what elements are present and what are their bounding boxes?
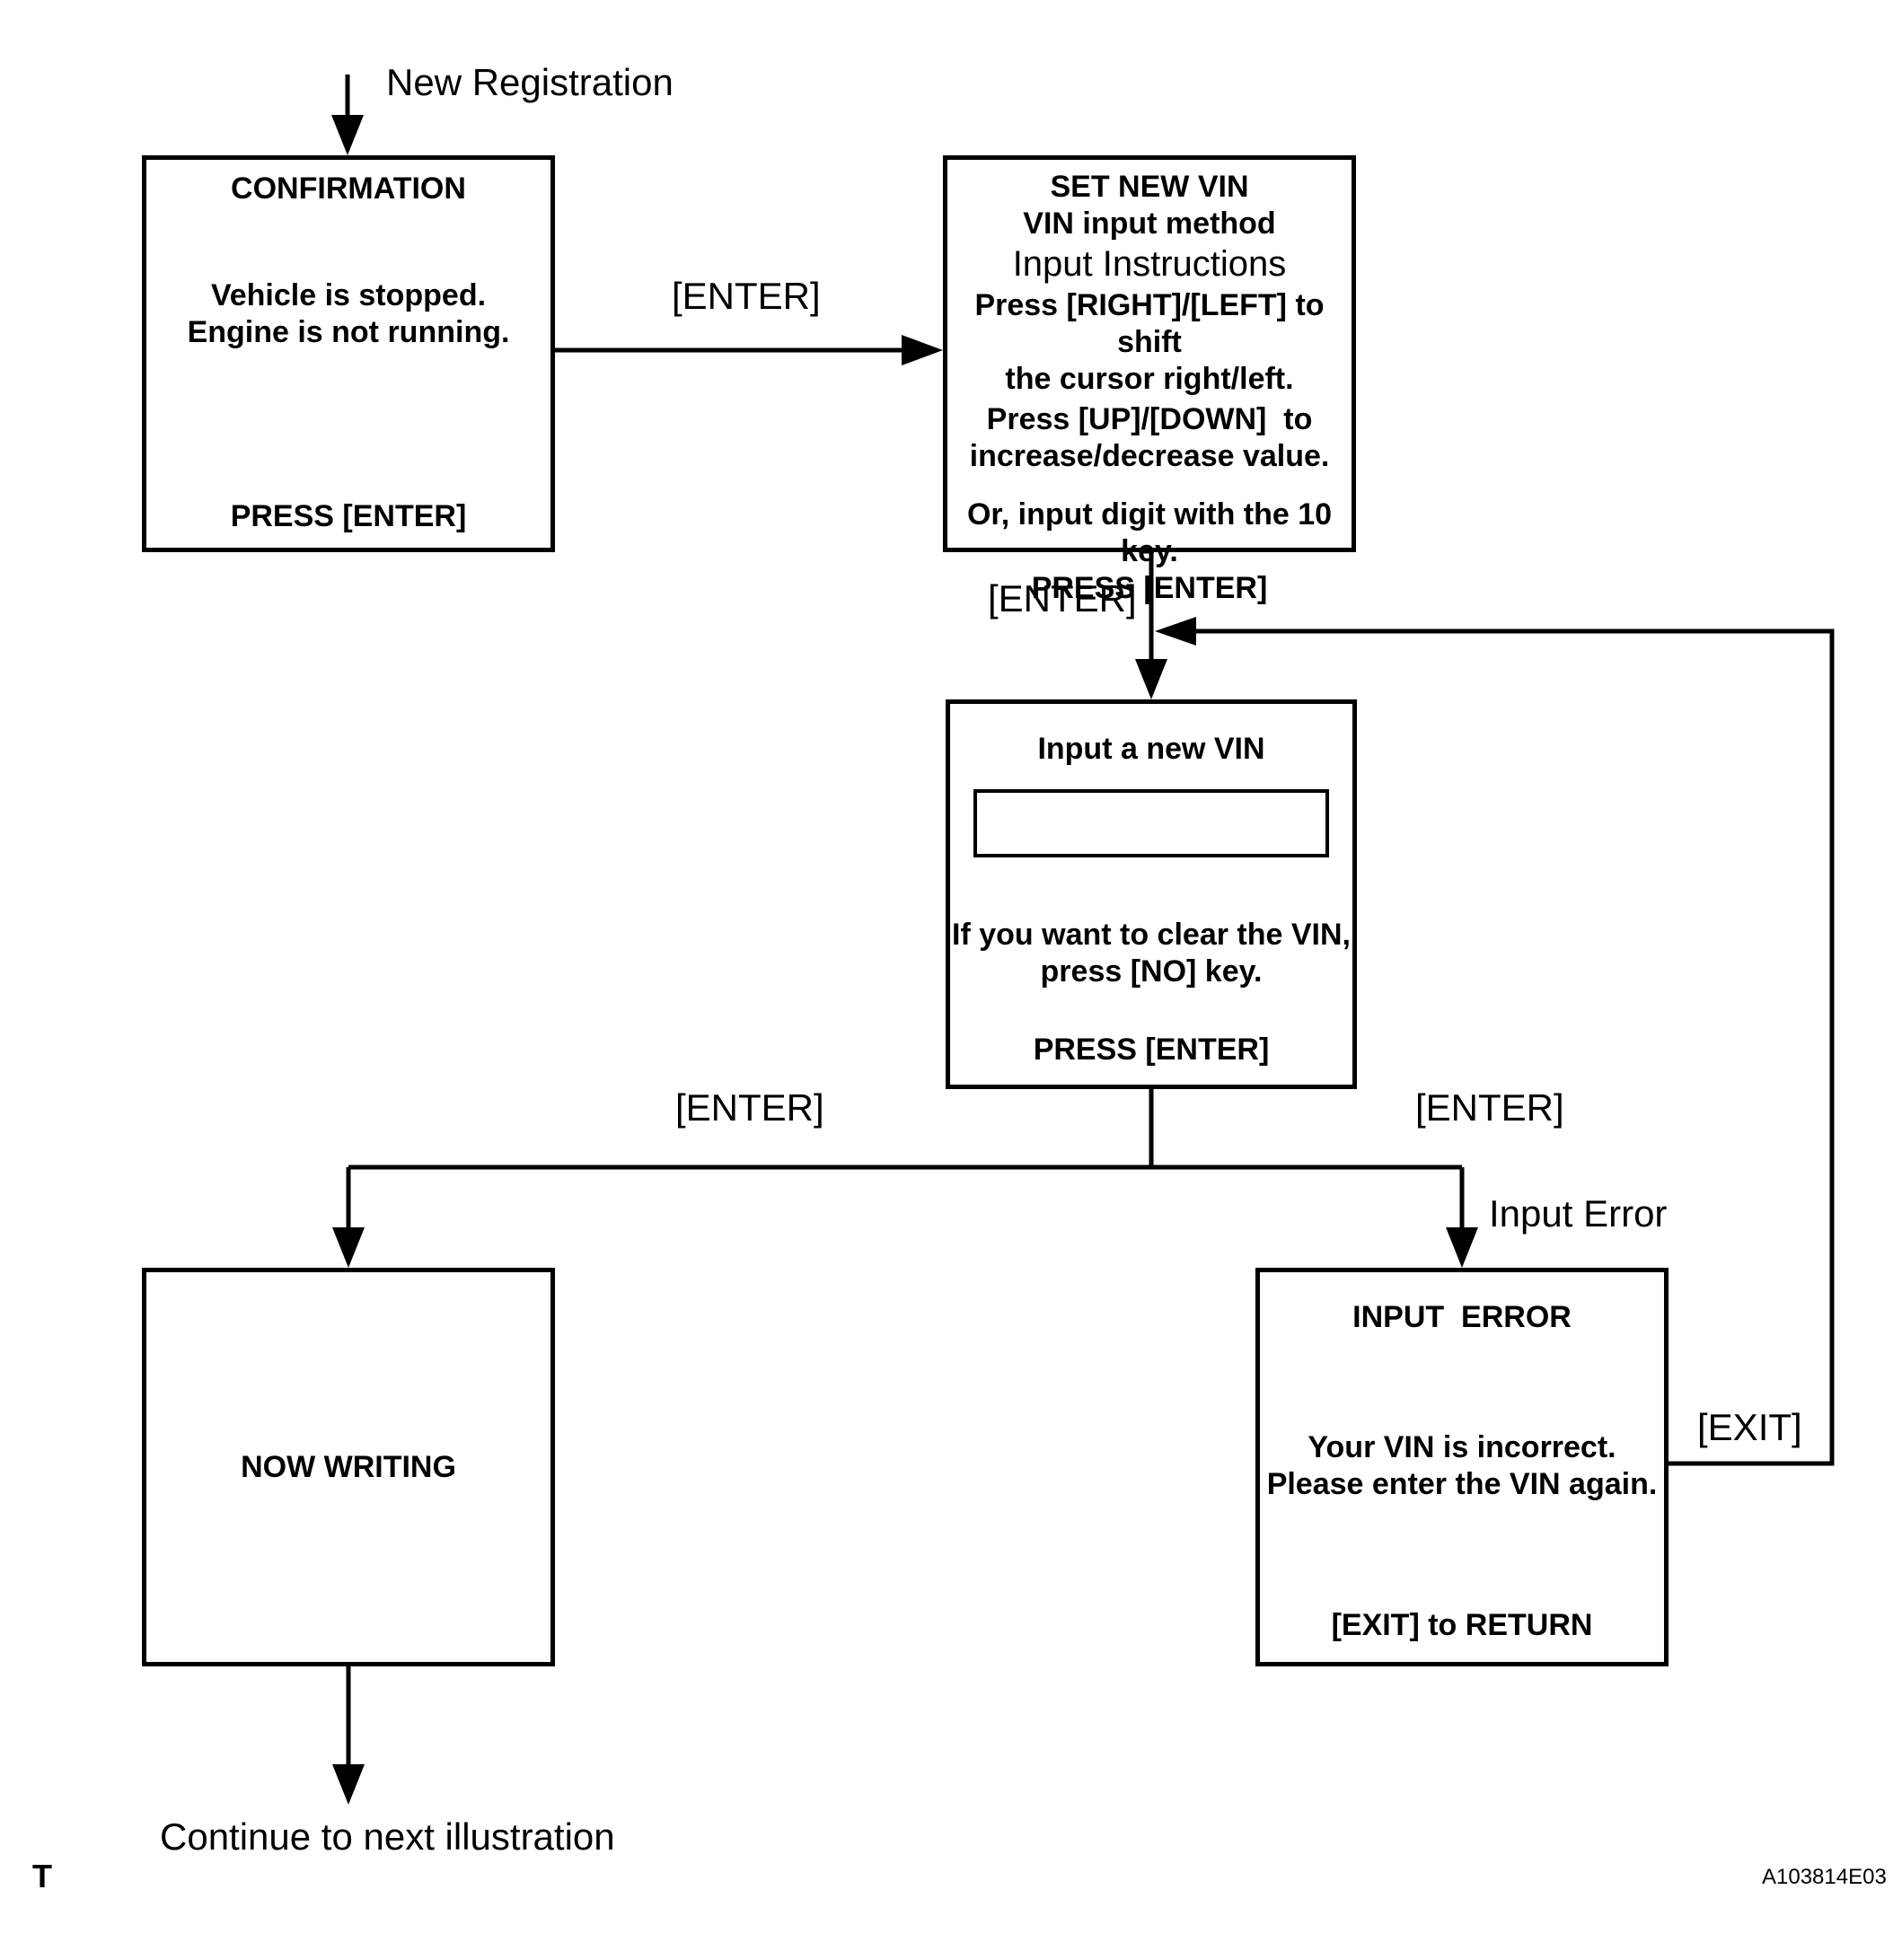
setnewvin-heading: Input Instructions — [1012, 244, 1287, 284]
left-arrowhead-icon — [1155, 617, 1196, 646]
set-new-vin-screen-box: SET NEW VIN VIN input method Input Instr… — [943, 155, 1356, 605]
input-error-edge-label: Input Error — [1489, 1192, 1668, 1235]
input-new-vin-screen-box: Input a new VIN If you want to clear the… — [946, 699, 1357, 1089]
exit-feedback-loop-line — [1196, 628, 1835, 1466]
entry-arrowhead-icon — [331, 115, 364, 155]
input-error-screen-box: INPUT ERROR Your VIN is incorrect. Pleas… — [1255, 1268, 1669, 1666]
branch-right-arrowhead-icon — [1446, 1227, 1478, 1268]
vin-input-field — [973, 789, 1329, 857]
continue-arrowhead-icon — [332, 1764, 365, 1805]
entry-label: New Registration — [386, 61, 674, 103]
setnewvin-inst2-line2: increase/decrease value. — [969, 439, 1330, 473]
setnewvin-inst2-line1: Press [UP]/[DOWN] to — [986, 402, 1313, 436]
corner-mark: T — [32, 1858, 52, 1894]
setnewvin-inst3: Or, input digit with the 10 key. — [966, 497, 1333, 568]
confirmation-title: CONFIRMATION — [231, 171, 466, 206]
inputvin-title: Input a new VIN — [1037, 732, 1265, 766]
setnewvin-inst1-line1: Press [RIGHT]/[LEFT] to shift — [974, 288, 1325, 359]
branch-lines — [346, 1089, 1465, 1228]
branch-left-arrowhead-icon — [332, 1227, 365, 1268]
inputvin-note-line2: press [NO] key. — [1040, 954, 1263, 989]
setnewvin-inst1-line2: the cursor right/left. — [1005, 362, 1294, 396]
inputerror-line1: Your VIN is incorrect. — [1308, 1430, 1616, 1464]
confirmation-line2: Engine is not running. — [187, 315, 510, 349]
enter-label-confirmation: [ENTER] — [672, 275, 821, 317]
enter-label-setnewvin: [ENTER] — [988, 577, 1137, 620]
setnewvin-footer: PRESS [ENTER] — [1031, 571, 1268, 605]
enter-label-to-writing: [ENTER] — [675, 1086, 824, 1129]
inputerror-title: INPUT ERROR — [1352, 1300, 1572, 1334]
exit-edge-label: [EXIT] — [1697, 1406, 1802, 1448]
down-arrowhead-icon — [1135, 659, 1167, 699]
confirmation-footer: PRESS [ENTER] — [230, 499, 467, 533]
nowwriting-title: NOW WRITING — [241, 1449, 456, 1484]
inputerror-line2: Please enter the VIN again. — [1266, 1467, 1658, 1501]
confirmation-line1: Vehicle is stopped. — [210, 278, 487, 312]
confirmation-screen-box: CONFIRMATION Vehicle is stopped. Engine … — [142, 155, 555, 552]
enter-label-to-error: [ENTER] — [1415, 1086, 1564, 1129]
inputvin-footer: PRESS [ENTER] — [1033, 1033, 1270, 1067]
figure-code: A103814E03 — [1762, 1865, 1887, 1889]
inputvin-note-line1: If you want to clear the VIN, — [952, 918, 1351, 952]
continue-label: Continue to next illustration — [160, 1815, 615, 1858]
setnewvin-title: SET NEW VIN — [1050, 170, 1249, 204]
setnewvin-subtitle: VIN input method — [1023, 207, 1276, 241]
inputerror-footer: [EXIT] to RETURN — [1331, 1608, 1593, 1642]
right-arrowhead-icon — [902, 335, 943, 365]
now-writing-screen-box: NOW WRITING — [142, 1268, 555, 1666]
